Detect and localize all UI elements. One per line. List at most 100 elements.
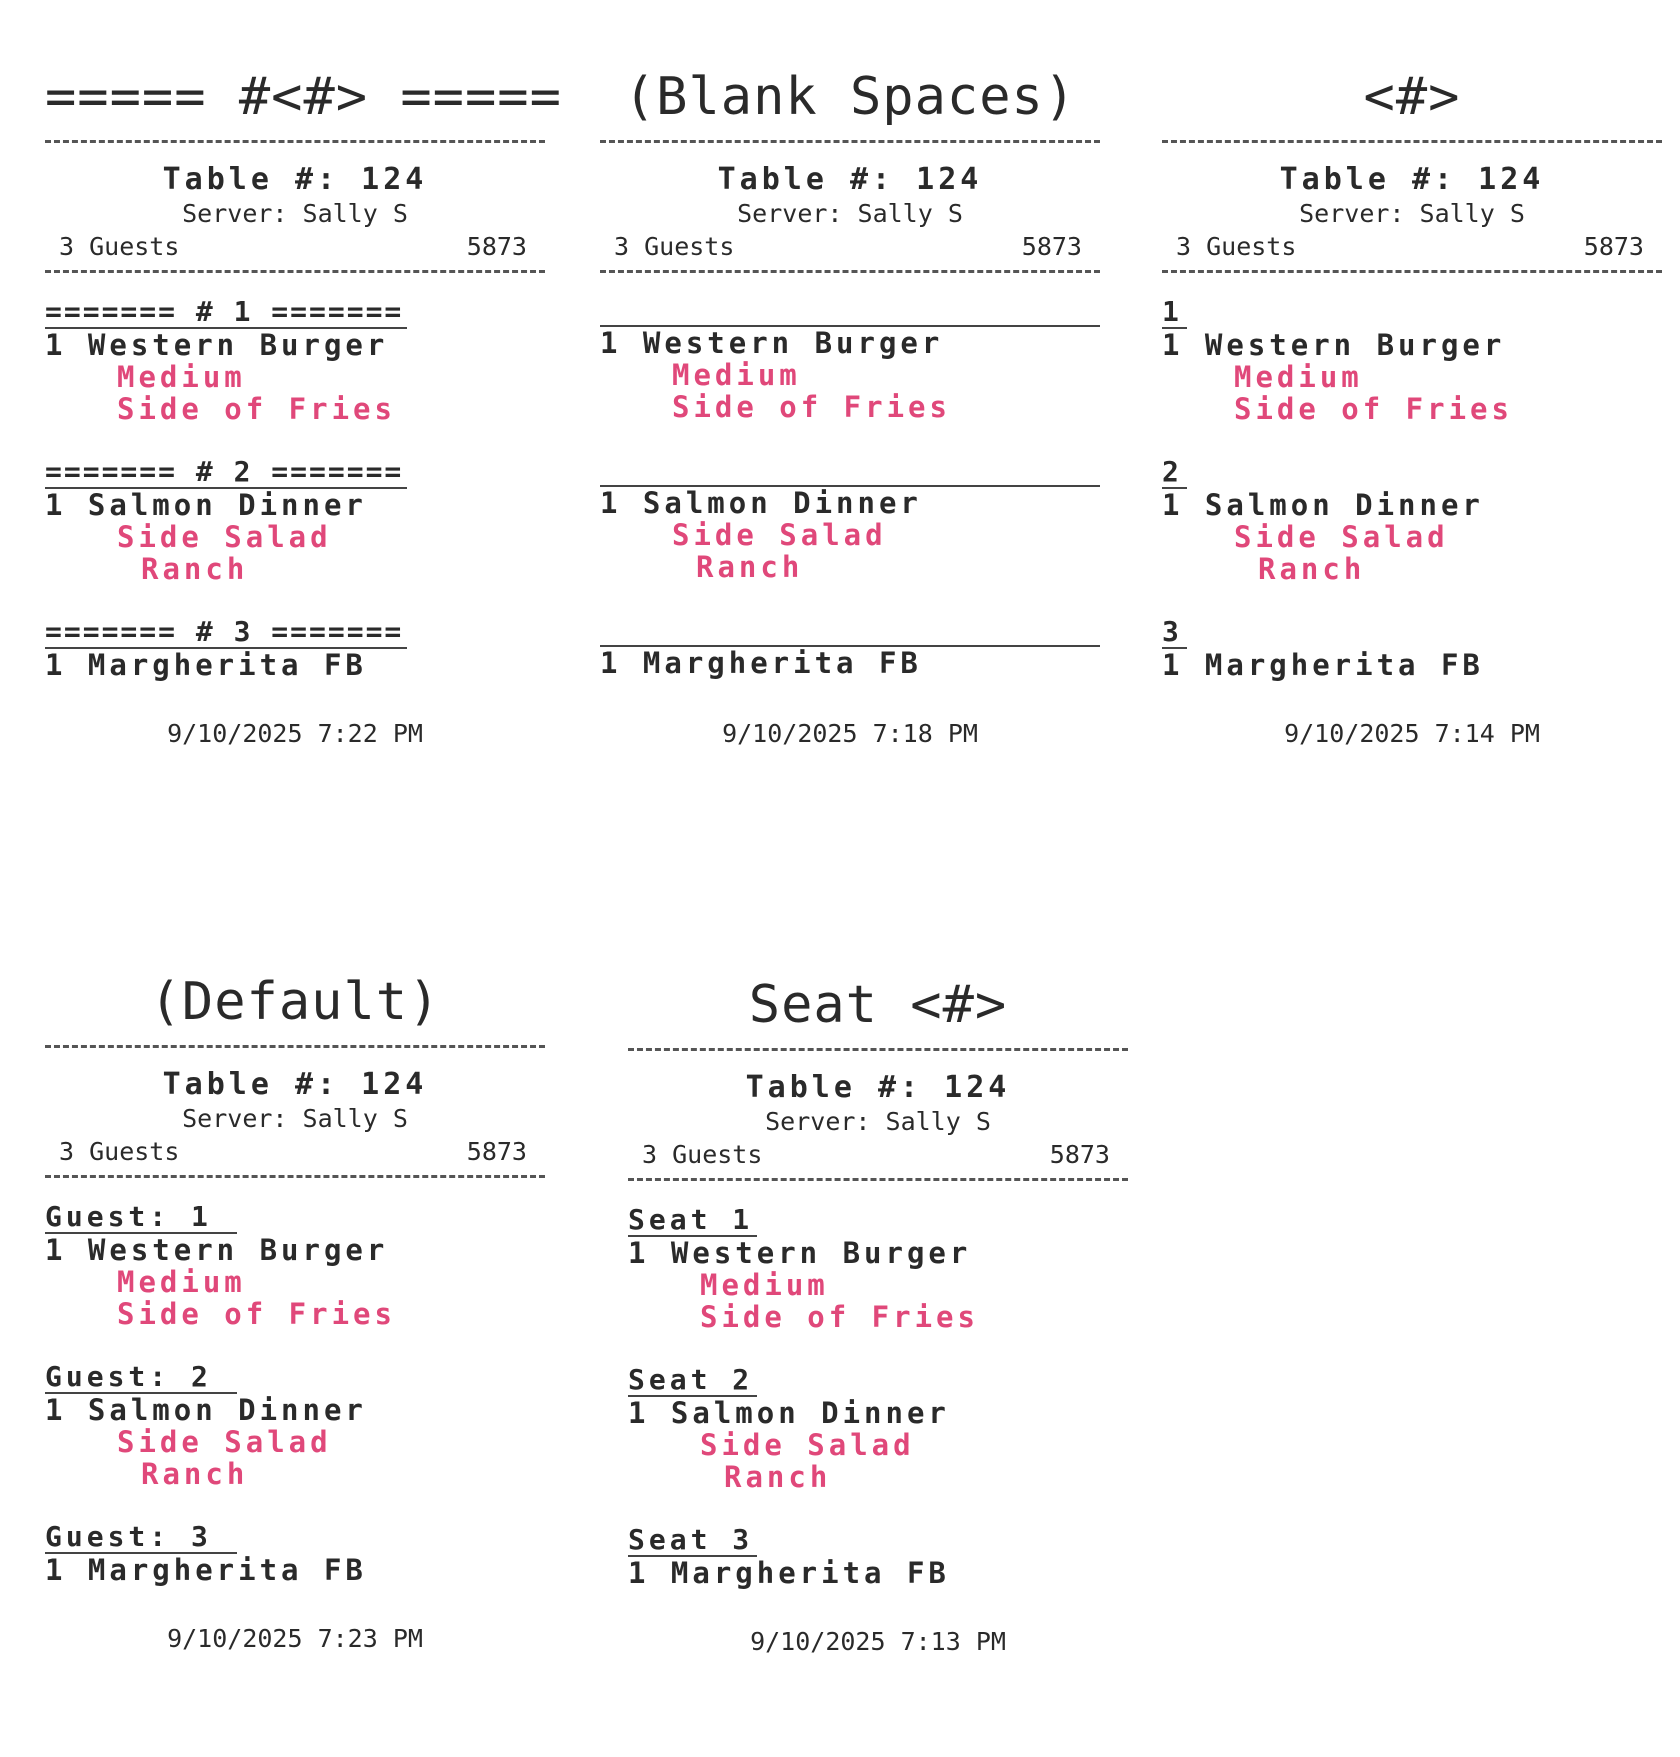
dashed-divider [628, 1048, 1128, 1051]
seat-separator-line [600, 325, 1100, 327]
order-item: 1 Salmon Dinner [1162, 488, 1484, 522]
seat-header: Guest: 3 [45, 1522, 237, 1554]
server-name: Server: Sally S [737, 199, 963, 228]
table-number: Table #: 124 [162, 162, 428, 197]
modifier: Side Salad [672, 518, 887, 552]
seat-header: Seat 3 [628, 1525, 758, 1557]
order-item: 1 Salmon Dinner [45, 488, 367, 522]
order-item: 1 Salmon Dinner [45, 1393, 367, 1427]
modifier: Side of Fries [672, 390, 951, 424]
modifier: Ranch [696, 550, 804, 584]
order-item: 1 Western Burger [45, 1233, 389, 1267]
order-item: 1 Salmon Dinner [628, 1396, 950, 1430]
seat-header: Guest: 2 [45, 1362, 237, 1394]
seat-section: Seat 1 1 Western Burger Medium Side of F… [628, 1205, 1128, 1333]
seat-section: Guest: 3 1 Margherita FB [45, 1522, 545, 1586]
table-number: Table #: 124 [745, 1070, 1011, 1105]
seat-section: 3 1 Margherita FB [1162, 617, 1662, 681]
ticket-title: (Blank Spaces) [623, 67, 1077, 127]
modifier: Medium [700, 1268, 829, 1302]
seat-header: Seat 1 [628, 1205, 758, 1237]
modifier: Side Salad [700, 1428, 915, 1462]
modifier: Ranch [724, 1460, 832, 1494]
guests-row: 3 Guests 5873 [1176, 233, 1644, 261]
modifier: Side of Fries [117, 392, 396, 426]
modifier: Ranch [141, 1457, 249, 1491]
seat-section: 1 Margherita FB [600, 617, 1100, 679]
seat-section: 1 Western Burger Medium Side of Fries [600, 297, 1100, 423]
order-item: 1 Margherita FB [45, 1553, 367, 1587]
dashed-divider [600, 270, 1100, 273]
guests-row: 3 Guests 5873 [59, 233, 527, 261]
dashed-divider [45, 1045, 545, 1048]
seat-header: 2 [1162, 457, 1187, 489]
ticket-title: (Default) [149, 972, 441, 1032]
order-item: 1 Margherita FB [600, 646, 922, 680]
seat-section: Seat 2 1 Salmon Dinner Side Salad Ranch [628, 1365, 1128, 1493]
server-name: Server: Sally S [765, 1107, 991, 1136]
seat-section: ======= # 2 ======= 1 Salmon Dinner Side… [45, 457, 545, 585]
modifier: Side of Fries [1234, 392, 1513, 426]
server-name: Server: Sally S [1299, 199, 1525, 228]
order-item: 1 Western Burger [1162, 328, 1506, 362]
dashed-divider [45, 140, 545, 143]
guest-count: 3 Guests [642, 1140, 763, 1169]
seat-section: Guest: 1 1 Western Burger Medium Side of… [45, 1202, 545, 1330]
order-item: 1 Western Burger [600, 326, 944, 360]
dashed-divider [628, 1178, 1128, 1181]
modifier: Medium [672, 358, 801, 392]
seat-section: 1 1 Western Burger Medium Side of Fries [1162, 297, 1662, 425]
server-name: Server: Sally S [182, 1104, 408, 1133]
seat-section: ======= # 3 ======= 1 Margherita FB [45, 617, 545, 681]
dashed-divider [1162, 140, 1662, 143]
order-item: 1 Western Burger [45, 328, 389, 362]
order-item: 1 Margherita FB [628, 1556, 950, 1590]
guest-count: 3 Guests [59, 232, 180, 261]
timestamp: 9/10/2025 7:23 PM [167, 1624, 423, 1653]
check-number: 5873 [466, 1137, 527, 1166]
dashed-divider [1162, 270, 1662, 273]
table-number: Table #: 124 [717, 162, 983, 197]
seat-separator-line [600, 485, 1100, 487]
table-number: Table #: 124 [1279, 162, 1545, 197]
seat-section: 2 1 Salmon Dinner Side Salad Ranch [1162, 457, 1662, 585]
dashed-divider [45, 270, 545, 273]
seat-header: Seat 2 [628, 1365, 758, 1397]
check-number: 5873 [1021, 232, 1082, 261]
modifier: Ranch [1258, 552, 1366, 586]
server-name: Server: Sally S [182, 199, 408, 228]
seat-header: Guest: 1 [45, 1202, 237, 1234]
guest-count: 3 Guests [59, 1137, 180, 1166]
table-number: Table #: 124 [162, 1067, 428, 1102]
guests-row: 3 Guests 5873 [642, 1141, 1110, 1169]
ticket-title: <#> [1363, 67, 1461, 127]
seat-section: 1 Salmon Dinner Side Salad Ranch [600, 457, 1100, 583]
seat-section: Guest: 2 1 Salmon Dinner Side Salad Ranc… [45, 1362, 545, 1490]
seat-header: ======= # 2 ======= [45, 457, 408, 489]
modifier: Side of Fries [700, 1300, 979, 1334]
check-number: 5873 [1049, 1140, 1110, 1169]
timestamp: 9/10/2025 7:13 PM [750, 1627, 1006, 1656]
seat-separator-line [600, 645, 1100, 647]
ticket-title: Seat <#> [748, 975, 1008, 1035]
order-item: 1 Western Burger [628, 1236, 972, 1270]
seat-section: ======= # 1 ======= 1 Western Burger Med… [45, 297, 545, 425]
guests-row: 3 Guests 5873 [614, 233, 1082, 261]
seat-header: 3 [1162, 617, 1187, 649]
modifier: Side of Fries [117, 1297, 396, 1331]
seat-header: ======= # 1 ======= [45, 297, 408, 329]
guest-count: 3 Guests [1176, 232, 1297, 261]
modifier: Side Salad [1234, 520, 1449, 554]
modifier: Side Salad [117, 520, 332, 554]
seat-header: ======= # 3 ======= [45, 617, 408, 649]
order-item: 1 Margherita FB [45, 648, 367, 682]
modifier: Side Salad [117, 1425, 332, 1459]
dashed-divider [45, 1175, 545, 1178]
ticket-title: ===== #<#> ===== [45, 67, 562, 127]
dashed-divider [600, 140, 1100, 143]
seat-header: 1 [1162, 297, 1187, 329]
modifier: Medium [1234, 360, 1363, 394]
timestamp: 9/10/2025 7:18 PM [722, 719, 978, 748]
seat-section: Seat 3 1 Margherita FB [628, 1525, 1128, 1589]
guest-count: 3 Guests [614, 232, 735, 261]
